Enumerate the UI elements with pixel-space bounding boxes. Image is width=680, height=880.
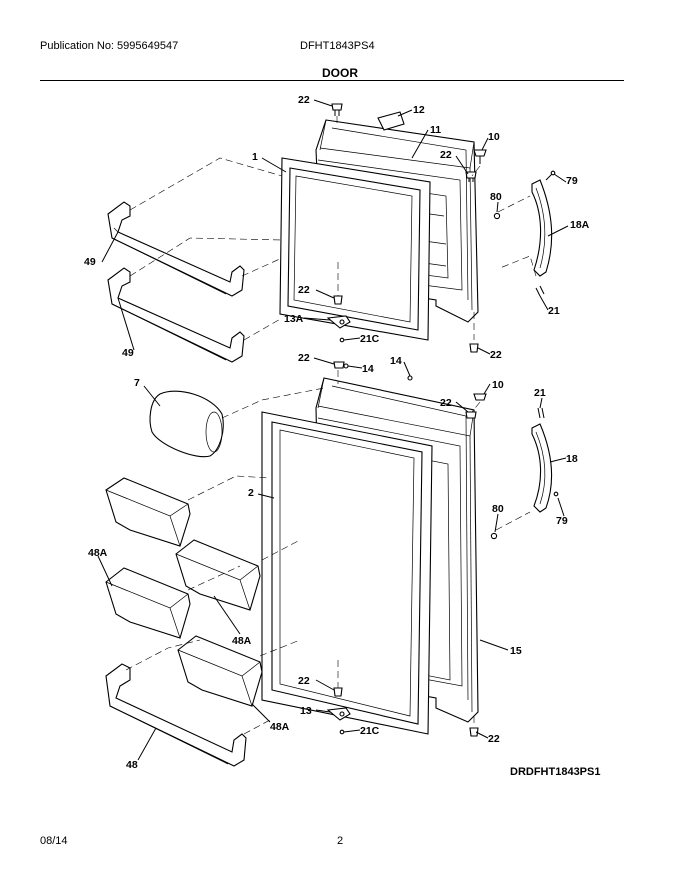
callout-48A: 48A xyxy=(270,721,290,733)
callout-21: 21 xyxy=(548,305,560,317)
header-rule xyxy=(40,80,624,81)
callout-80: 80 xyxy=(490,191,502,203)
callout-7: 7 xyxy=(134,377,140,389)
callouts: 22 12 11 10 22 1 80 79 18A 49 22 21 13A … xyxy=(84,94,590,771)
callout-13: 13 xyxy=(300,705,312,717)
section-title: DOOR xyxy=(322,66,358,80)
callout-18: 18 xyxy=(566,453,578,465)
publication-number: Publication No: 5995649547 xyxy=(40,40,179,52)
callout-22: 22 xyxy=(488,733,500,745)
model-number: DFHT1843PS4 xyxy=(300,40,375,52)
callout-79: 79 xyxy=(556,515,568,527)
callout-11: 11 xyxy=(430,124,441,136)
callout-80: 80 xyxy=(492,503,504,515)
callout-48A: 48A xyxy=(88,547,108,559)
fresh-food-door-assembly xyxy=(105,361,559,767)
callout-12: 12 xyxy=(413,104,425,116)
callout-21C: 21C xyxy=(360,333,380,345)
callout-22: 22 xyxy=(440,397,452,409)
callout-18A: 18A xyxy=(570,219,590,231)
alignment-lines-upper xyxy=(129,116,537,341)
callout-48A: 48A xyxy=(232,635,252,647)
callout-21: 21 xyxy=(534,387,546,399)
callout-1: 1 xyxy=(252,151,258,163)
callout-79: 79 xyxy=(566,175,578,187)
callout-22: 22 xyxy=(298,94,310,106)
callout-10: 10 xyxy=(488,131,500,143)
callout-21C: 21C xyxy=(360,725,380,737)
callout-22: 22 xyxy=(490,349,502,361)
callout-14: 14 xyxy=(362,363,374,375)
callout-2: 2 xyxy=(248,487,254,499)
callout-15: 15 xyxy=(510,645,522,657)
drawing-code: DRDFHT1843PS1 xyxy=(510,766,601,778)
callout-14: 14 xyxy=(390,355,402,367)
callout-22: 22 xyxy=(298,284,310,296)
callout-22: 22 xyxy=(298,675,310,687)
callout-48: 48 xyxy=(126,759,138,771)
alignment-lines-lower xyxy=(125,370,531,735)
footer-date: 08/14 xyxy=(40,835,68,847)
page-number: 2 xyxy=(337,835,344,847)
callout-22: 22 xyxy=(440,149,452,161)
callout-49: 49 xyxy=(122,347,134,359)
callout-13A: 13A xyxy=(284,313,304,325)
callout-49: 49 xyxy=(84,256,96,268)
leader-lines xyxy=(97,99,569,761)
callout-22: 22 xyxy=(298,352,310,364)
callout-10: 10 xyxy=(492,379,504,391)
freezer-door-assembly xyxy=(107,103,556,363)
